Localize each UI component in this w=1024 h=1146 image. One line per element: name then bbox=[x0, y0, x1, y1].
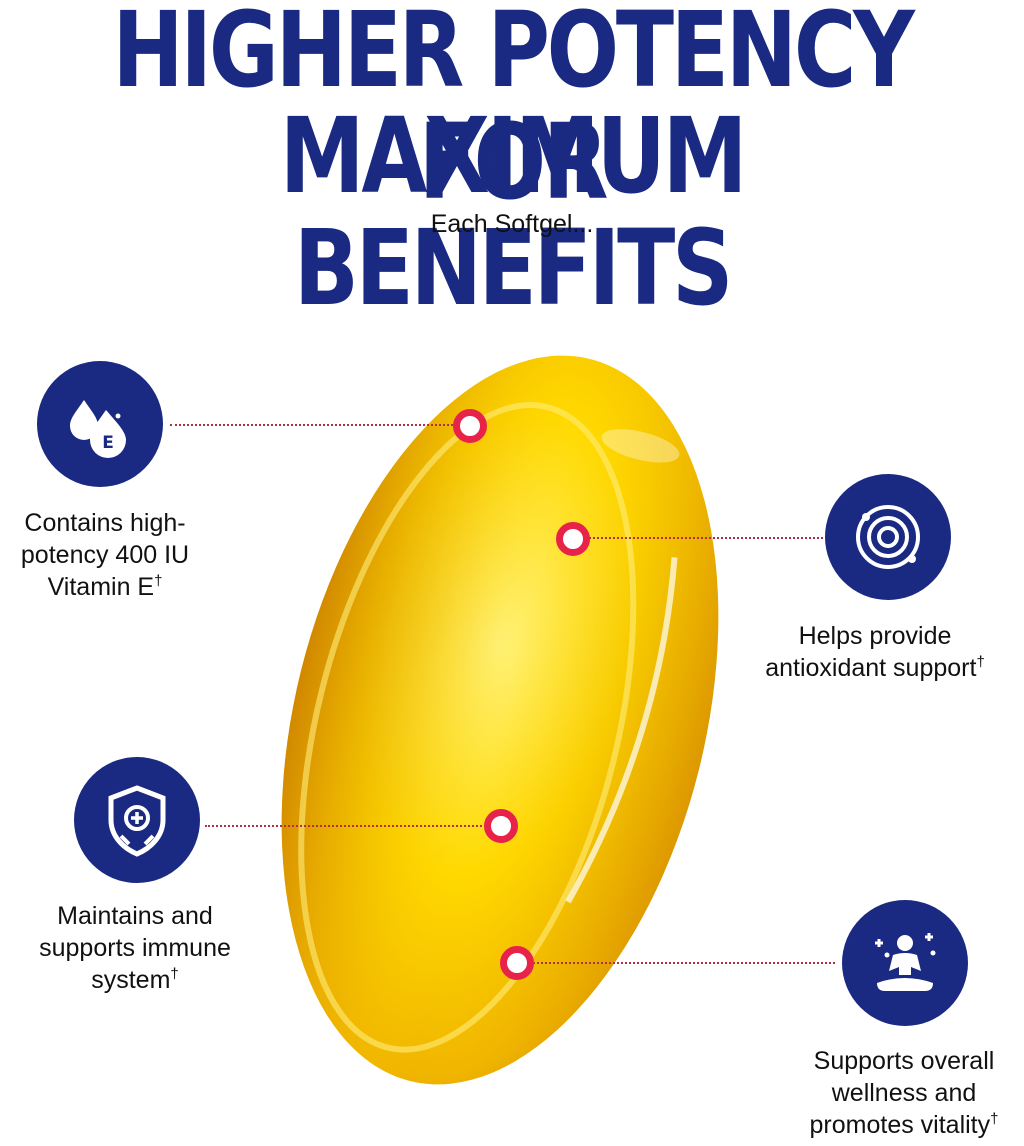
benefit-caption-vitamin-e: Contains high- potency 400 IU Vitamin E† bbox=[20, 509, 190, 601]
softgel-marker bbox=[484, 809, 518, 843]
immune-shield-icon bbox=[108, 785, 166, 857]
connector-line-3 bbox=[205, 825, 498, 827]
connector-line-4 bbox=[530, 962, 835, 964]
wellness-badge bbox=[842, 900, 968, 1026]
antioxidant-rings-icon bbox=[856, 505, 920, 569]
vitamin-e-badge: E bbox=[37, 361, 163, 487]
headline-line-1: HIGHER POTENCY FOR bbox=[112, 0, 915, 223]
wellness-meditation-icon bbox=[875, 933, 936, 991]
subtitle: Each Softgel... bbox=[430, 210, 594, 238]
connector-line-1 bbox=[170, 424, 465, 426]
benefit-caption-immune: Maintains and supports immune system† bbox=[39, 902, 231, 994]
softgel-marker bbox=[556, 522, 590, 556]
benefit-caption-wellness: Supports overall wellness and promotes v… bbox=[809, 1047, 999, 1139]
softgel-marker bbox=[500, 946, 534, 980]
vitamin-e-drops-icon: E bbox=[70, 400, 126, 458]
softgel-marker bbox=[453, 409, 487, 443]
benefit-caption-antioxidant: Helps provide antioxidant support† bbox=[765, 622, 985, 682]
immune-badge bbox=[74, 757, 200, 883]
headline-line-2: MAXIMUM BENEFITS bbox=[279, 95, 748, 329]
svg-text:E: E bbox=[102, 433, 114, 453]
connector-line-2 bbox=[585, 537, 823, 539]
antioxidant-badge bbox=[825, 474, 951, 600]
